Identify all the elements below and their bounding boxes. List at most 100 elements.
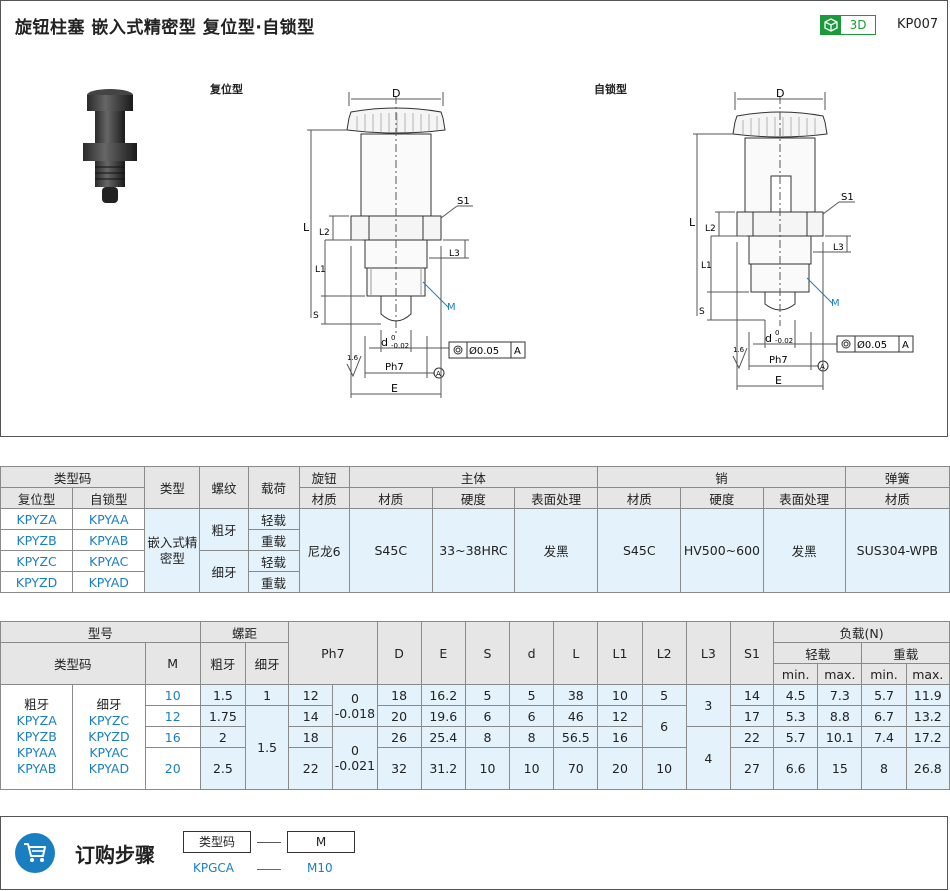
thread-coarse: 粗牙 xyxy=(199,508,249,551)
th-body-material: 材质 xyxy=(348,487,433,509)
3d-label: 3D xyxy=(849,18,867,32)
th-L: L xyxy=(553,621,599,685)
code-kpyad[interactable]: KPYAD xyxy=(72,571,146,593)
type-embedded-precision: 嵌入式精密型 xyxy=(144,508,201,593)
code-kpyac[interactable]: KPYAC xyxy=(72,550,146,572)
roughness-value-lock: 1.6 xyxy=(733,346,745,354)
th-type-code: 类型码 xyxy=(0,466,146,488)
tolerance-datum-lock: A xyxy=(902,340,909,351)
p-tol-2-lower: -0.021 xyxy=(334,758,376,773)
l1-12: 12 xyxy=(597,705,643,727)
fine-label: 细牙 xyxy=(96,697,122,712)
pitch-fine-shared: 1.5 xyxy=(244,705,290,790)
e-16-2: 16.2 xyxy=(420,684,466,706)
code-kpyza[interactable]: KPYZA xyxy=(0,508,74,530)
product-code: KP007 xyxy=(897,17,939,32)
th-spring-material: 材质 xyxy=(844,487,950,509)
p-tol-1: 0 -0.018 xyxy=(332,684,378,727)
l1-10: 10 xyxy=(597,684,643,706)
th-pin-hardness: 硬度 xyxy=(680,487,764,509)
th-spring: 弹簧 xyxy=(844,466,950,488)
heavy-max-2: 13.2 xyxy=(905,705,950,727)
code-kpyzd[interactable]: KPYZD xyxy=(0,571,74,593)
d-26: 26 xyxy=(376,726,422,748)
code-kpyzd-2[interactable]: KPYZD xyxy=(88,729,130,744)
s-5: 5 xyxy=(464,684,511,706)
m-20[interactable]: 20 xyxy=(144,747,201,790)
s-6: 6 xyxy=(464,705,511,727)
p-tol-2: 0 -0.021 xyxy=(332,726,378,790)
l2-10: 10 xyxy=(641,747,687,790)
order-m-value: M10 xyxy=(307,861,333,875)
code-kpyzb[interactable]: KPYZB xyxy=(0,529,74,551)
heavy-max-4: 26.8 xyxy=(905,747,950,790)
p-14: 14 xyxy=(288,705,334,727)
code-kpyzc[interactable]: KPYZC xyxy=(0,550,74,572)
code-kpyaa[interactable]: KPYAA xyxy=(72,508,146,530)
order-type-value: KPGCA xyxy=(193,861,234,875)
p-tol-1-lower: -0.018 xyxy=(334,705,376,721)
th-lock-type: 自锁型 xyxy=(72,487,146,509)
light-max-3: 10.1 xyxy=(817,726,863,748)
body-surface: 发黑 xyxy=(514,508,599,593)
p-tol-1-upper: 0 xyxy=(350,690,359,706)
dim-d-tol-upper-lock: 0 xyxy=(775,329,779,337)
dim-S1: S1 xyxy=(457,196,470,207)
l3-3: 3 xyxy=(685,684,731,727)
m-16[interactable]: 16 xyxy=(144,726,201,748)
m-10[interactable]: 10 xyxy=(144,684,201,706)
coarse-codes-cell: 粗牙 KPYZA KPYZB KPYAA KPYAB xyxy=(0,684,74,790)
d-18: 18 xyxy=(376,684,422,706)
p-tol-2-upper: 0 xyxy=(350,743,359,758)
3d-model-button[interactable]: 3D xyxy=(820,15,876,35)
th-heavy-max: max. xyxy=(905,663,950,685)
product-photo xyxy=(83,89,137,203)
th-body-surface: 表面处理 xyxy=(514,487,599,509)
roughness-value: 1.6 xyxy=(347,354,359,362)
d-32: 32 xyxy=(376,747,422,790)
dim-L: L xyxy=(303,221,310,234)
heavy-min-4: 8 xyxy=(861,747,907,790)
lock-type-title: 自锁型 xyxy=(594,83,627,96)
s1-17: 17 xyxy=(729,705,775,727)
code-kpyad-2[interactable]: KPYAD xyxy=(88,761,130,776)
type-code-box: 类型码 xyxy=(183,831,251,853)
th-P: Ph7 xyxy=(288,621,378,685)
m-box: M xyxy=(287,831,355,853)
code-kpyzc-2[interactable]: KPYZC xyxy=(88,713,130,728)
code-kpyab[interactable]: KPYAB xyxy=(72,529,146,551)
dd-6: 6 xyxy=(509,705,555,727)
light-min-1: 4.5 xyxy=(773,684,819,706)
m-12[interactable]: 12 xyxy=(144,705,201,727)
heavy-min-1: 5.7 xyxy=(861,684,907,706)
load-light-2: 轻载 xyxy=(247,550,300,572)
code-kpyaa-2[interactable]: KPYAA xyxy=(16,745,57,760)
dim-L3: L3 xyxy=(449,249,460,259)
s-8: 8 xyxy=(464,726,511,748)
cube-icon xyxy=(821,16,841,34)
l-46: 46 xyxy=(553,705,599,727)
dim-M: M xyxy=(447,302,456,313)
dim-L2: L2 xyxy=(319,228,330,238)
l2-5: 5 xyxy=(641,684,687,706)
p-12: 12 xyxy=(288,684,334,706)
code-kpyab-2[interactable]: KPYAB xyxy=(17,761,57,776)
code-kpyzb-2[interactable]: KPYZB xyxy=(16,729,57,744)
p-18: 18 xyxy=(288,726,334,748)
code-kpyac-2[interactable]: KPYAC xyxy=(89,745,129,760)
th-M: M xyxy=(144,642,201,685)
code-kpyza-2[interactable]: KPYZA xyxy=(16,713,57,728)
thread-fine: 细牙 xyxy=(199,550,249,593)
spring-material: SUS304-WPB xyxy=(844,508,950,593)
s1-14: 14 xyxy=(729,684,775,706)
s-10: 10 xyxy=(464,747,511,790)
order-steps-title: 订购步骤 xyxy=(75,843,155,867)
dd-10: 10 xyxy=(509,747,555,790)
pitch-fine-10: 1 xyxy=(244,684,290,706)
dim-S-lock: S xyxy=(699,307,705,317)
e-31-2: 31.2 xyxy=(420,747,466,790)
pitch-coarse-12: 1.75 xyxy=(199,705,246,727)
l-70: 70 xyxy=(553,747,599,790)
heavy-max-1: 11.9 xyxy=(905,684,950,706)
l-38: 38 xyxy=(553,684,599,706)
